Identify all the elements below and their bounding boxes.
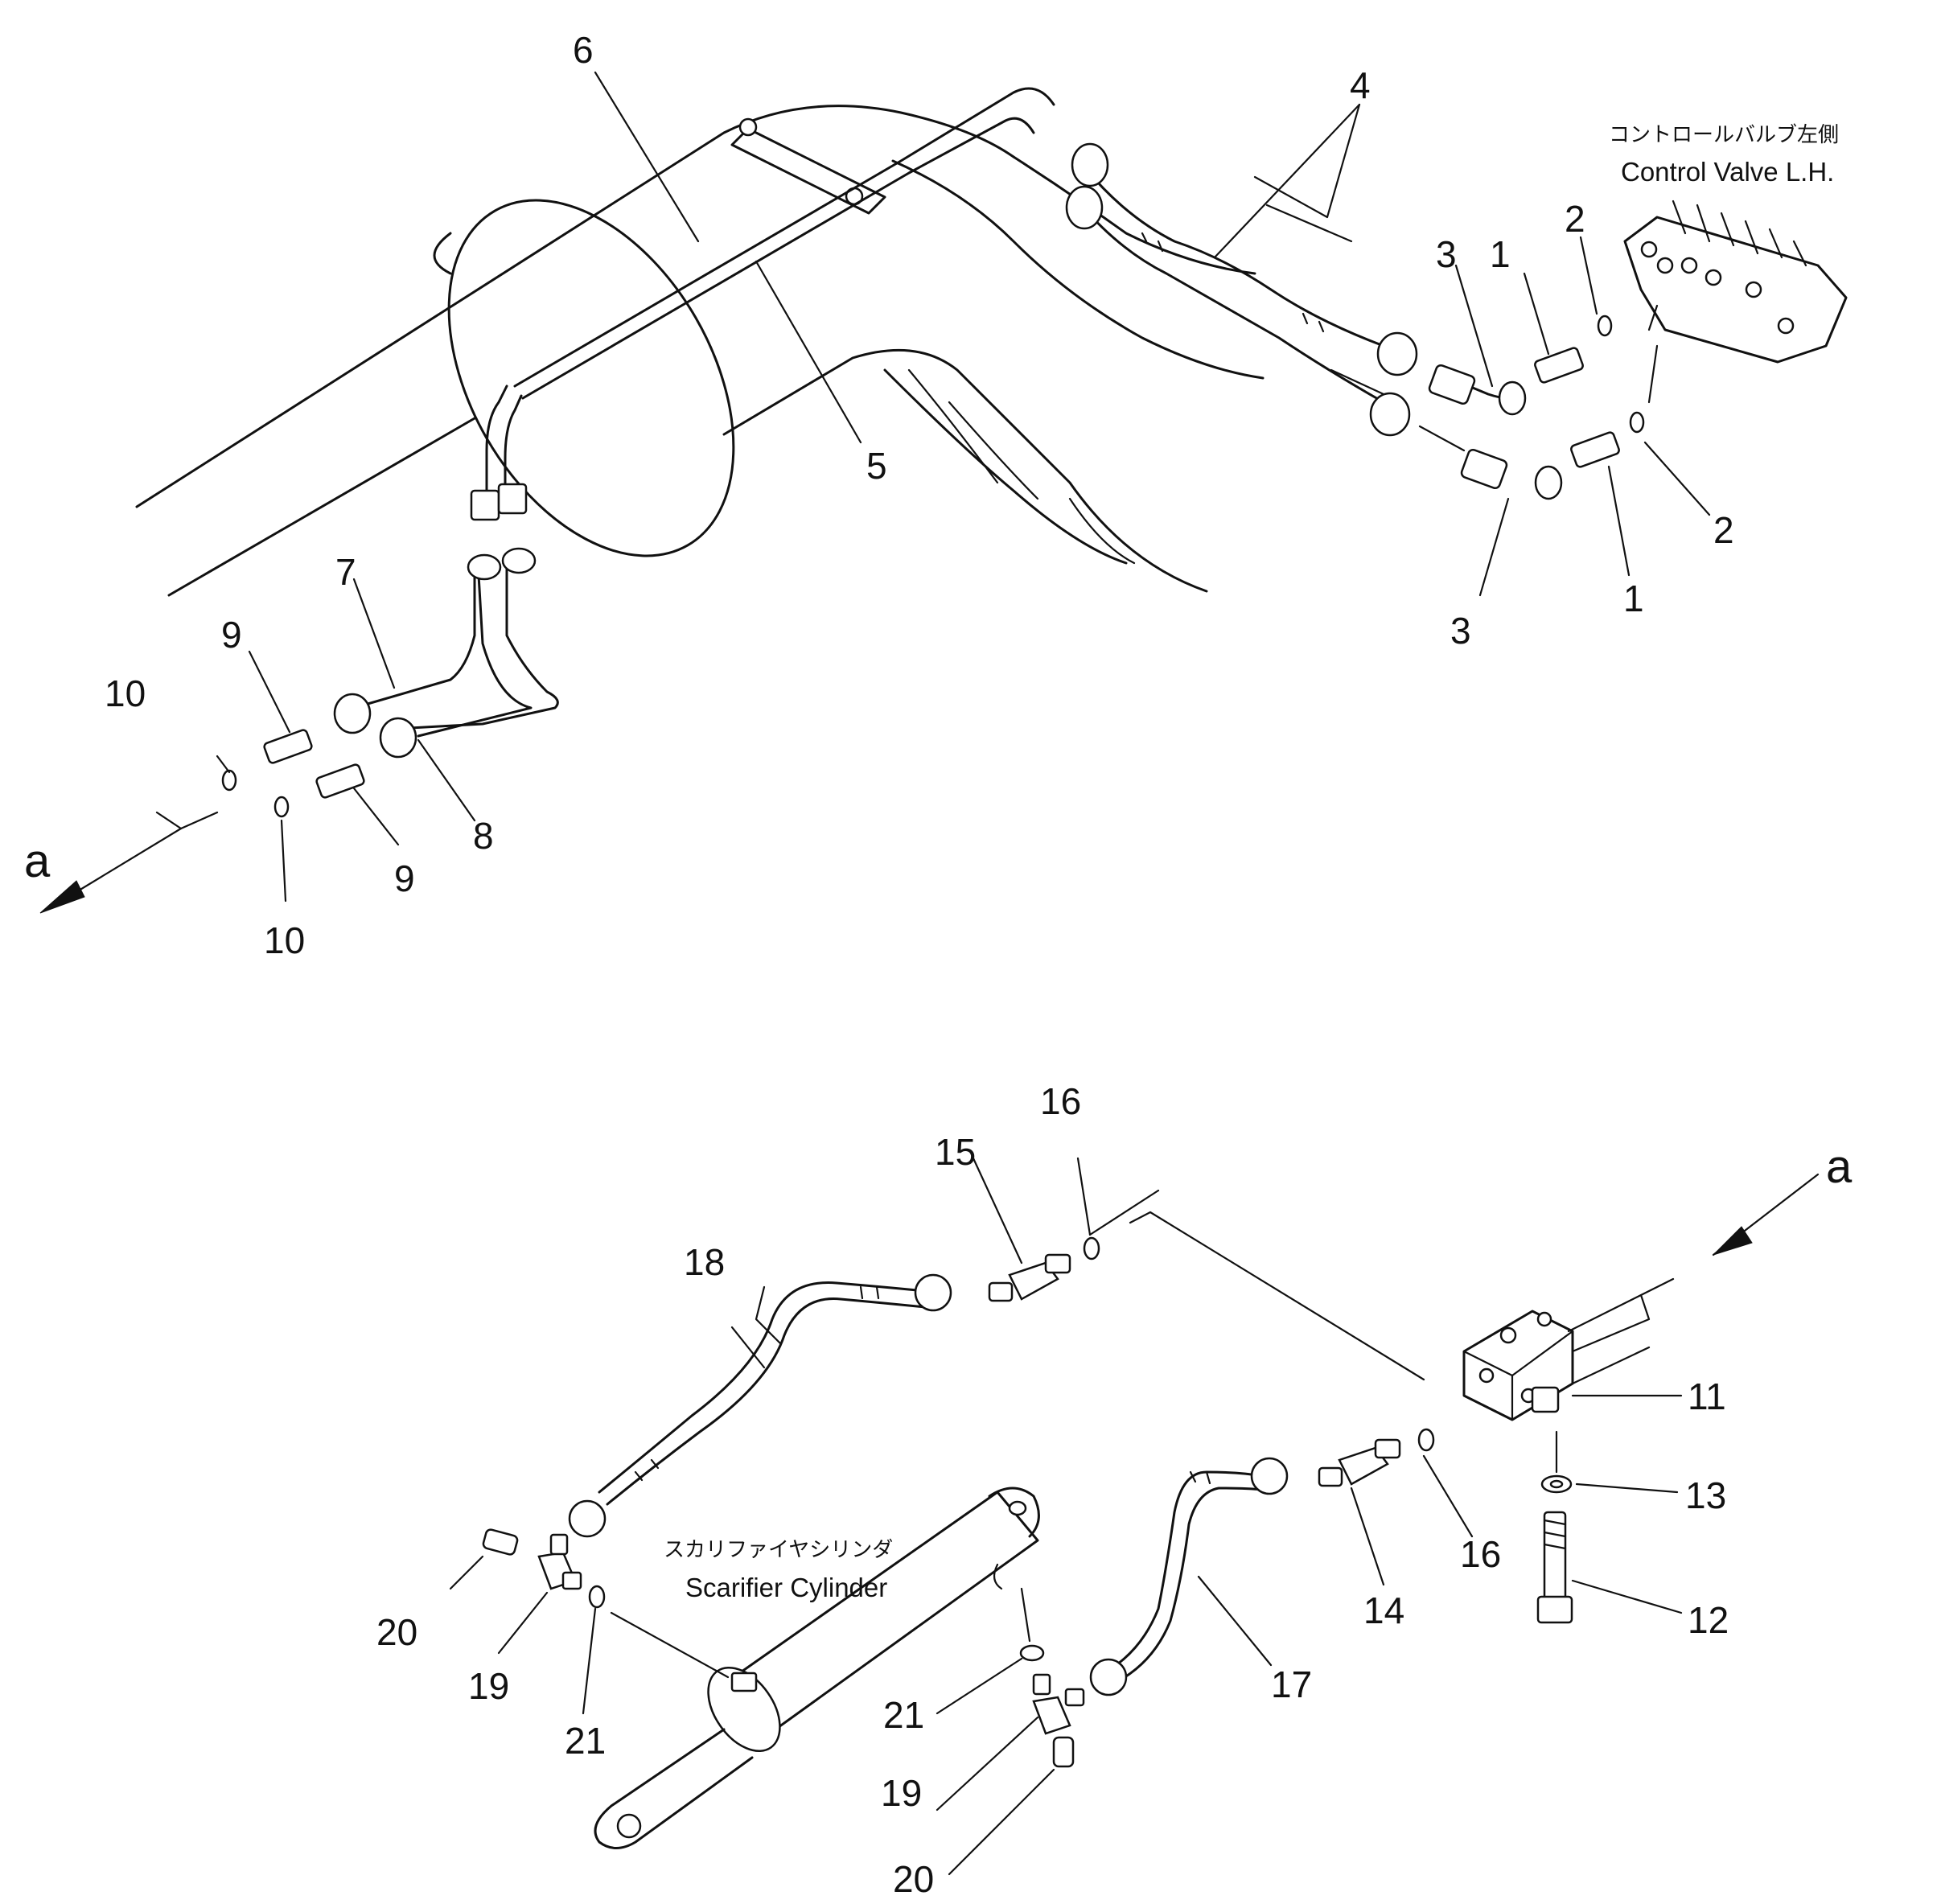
callout-18: 18: [684, 1241, 725, 1283]
callout-21-left: 21: [565, 1720, 606, 1762]
callout-15: 15: [935, 1131, 976, 1173]
callout-16-top: 16: [1040, 1080, 1081, 1122]
callout-7: 7: [335, 551, 356, 593]
bottom-leaders: [449, 1157, 1820, 1876]
callout-14: 14: [1363, 1589, 1404, 1631]
elbow-14: [1318, 1438, 1401, 1487]
callout-12: 12: [1688, 1599, 1729, 1641]
adapter-9: [263, 729, 365, 799]
o-ring-10: [221, 769, 290, 818]
callout-1-top: 1: [1490, 233, 1511, 275]
callout-19-right: 19: [881, 1772, 922, 1814]
arrow-a-bottom: a: [1826, 1141, 1853, 1193]
callout-5: 5: [866, 445, 887, 487]
elbow-15: [988, 1253, 1071, 1302]
callout-9-bottom: 9: [394, 857, 415, 899]
o-ring-21: [588, 1585, 1045, 1662]
hose-18: [568, 1273, 952, 1538]
callout-4: 4: [1350, 64, 1371, 106]
scarifier-cylinder: [594, 1487, 1040, 1849]
scarifier-cylinder-label-en: Scarifier Cylinder: [685, 1573, 887, 1602]
adapter-1: [1534, 347, 1620, 468]
frame-body: [135, 105, 1265, 597]
callout-17: 17: [1271, 1663, 1312, 1705]
elbow-19: [537, 1533, 1085, 1735]
arrow-a-top: a: [24, 835, 51, 887]
control-valve-label-jp: コントロールバルブ左側: [1609, 123, 1839, 147]
pipe-5-6: [470, 87, 1055, 521]
control-valve-label-en: Control Valve L.H.: [1621, 157, 1834, 187]
tube-clamp: [730, 117, 886, 215]
callout-10-bottom: 10: [264, 919, 305, 961]
callout-19-left: 19: [468, 1665, 509, 1707]
callout-10-top: 10: [105, 672, 146, 714]
elbow-3: [1428, 364, 1563, 500]
grease-fitting-20: [482, 1528, 1075, 1768]
hose-4: [1065, 142, 1418, 437]
callout-11: 11: [1688, 1376, 1726, 1417]
callout-3-bottom: 3: [1450, 610, 1471, 652]
callout-13: 13: [1685, 1474, 1726, 1516]
callout-21-right: 21: [883, 1694, 924, 1736]
top-leaders: [39, 71, 1711, 914]
callout-3-top: 3: [1436, 233, 1457, 275]
callout-2-top: 2: [1565, 198, 1585, 240]
callout-6: 6: [573, 29, 594, 71]
callout-1-bottom: 1: [1623, 578, 1644, 619]
callout-9-top: 9: [221, 614, 242, 656]
callout-16-bottom: 16: [1460, 1533, 1501, 1575]
scarifier-cylinder-label-jp: スカリファイヤシリンダ: [664, 1538, 893, 1562]
washer-13: [1540, 1474, 1573, 1494]
callout-8: 8: [473, 815, 494, 857]
hose-17: [1089, 1457, 1289, 1696]
bolt-12: [1536, 1511, 1573, 1624]
control-valve: [1623, 199, 1848, 364]
callout-2-bottom: 2: [1713, 509, 1734, 551]
valve-block-11: [1462, 1277, 1675, 1421]
callout-20-right: 20: [893, 1858, 934, 1900]
o-ring-16: [1083, 1236, 1435, 1452]
o-ring-2: [1597, 315, 1645, 434]
pipe-7-8: [333, 547, 559, 759]
callout-20-left: 20: [376, 1611, 417, 1653]
